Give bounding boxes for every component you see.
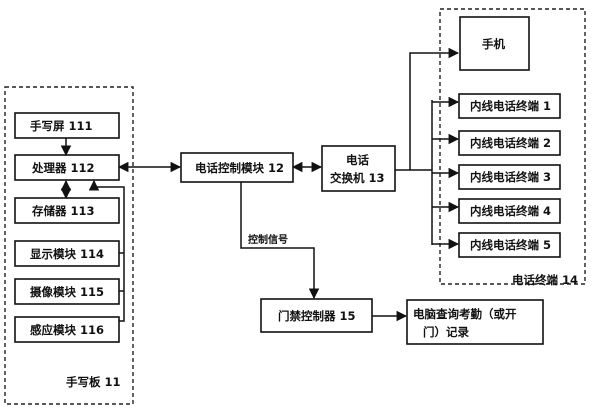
processor-label: 处理器 112 — [31, 161, 95, 175]
extension-terminal-3-label: 内线电话终端 3 — [470, 170, 551, 184]
phone-switch-label-line2: 交换机 13 — [330, 171, 385, 185]
module-camera: 摄像模块 115 — [14, 278, 120, 305]
control-signal-arrow — [240, 182, 320, 300]
handwriting-board-boundary — [4, 86, 134, 405]
mobile-phone-label: 手机 — [482, 37, 505, 51]
phone-terminal-boundary — [439, 8, 586, 285]
module-sensor: 感应模块 116 — [14, 316, 120, 343]
phone-control-module-label: 电话控制模块 12 — [195, 161, 284, 175]
extension-terminal-4: 内线电话终端 4 — [458, 198, 561, 224]
extension-terminal-1: 内线电话终端 1 — [458, 93, 561, 119]
camera-module-label: 摄像模块 115 — [30, 285, 104, 299]
mobile-phone: 手机 — [459, 16, 530, 71]
phone-switch: 电话 交换机 13 — [321, 145, 396, 192]
access-controller-label: 门禁控制器 15 — [278, 309, 356, 323]
sensors-to-processor-feedback-arrow — [88, 179, 125, 322]
handwriting-screen-label: 手写屏 111 — [30, 119, 93, 133]
handwriting-board-label: 手写板 11 — [66, 375, 121, 389]
control-signal-label: 控制信号 — [248, 233, 288, 246]
extension-terminal-1-label: 内线电话终端 1 — [470, 99, 551, 113]
phone-terminal-label: 电话终端 14 — [512, 273, 578, 287]
memory-label: 存储器 113 — [32, 204, 95, 218]
extension-terminal-3: 内线电话终端 3 — [458, 164, 561, 190]
module-memory: 存储器 113 — [14, 197, 120, 224]
extension-terminal-2-label: 内线电话终端 2 — [470, 136, 551, 150]
module-handwriting-screen: 手写屏 111 — [14, 112, 120, 139]
access-controller: 门禁控制器 15 — [260, 298, 373, 333]
computer-record: 电脑查询考勤（或开 门）记录 — [406, 299, 544, 345]
extension-terminal-4-label: 内线电话终端 4 — [470, 204, 551, 218]
phone-control-module: 电话控制模块 12 — [180, 152, 294, 183]
module-display: 显示模块 114 — [14, 240, 120, 267]
phone-terminal-group: 电话终端 14 — [439, 8, 586, 287]
computer-record-label-line2: 门）记录 — [423, 325, 469, 339]
module-processor: 处理器 112 — [14, 154, 120, 181]
extension-terminal-2: 内线电话终端 2 — [458, 130, 561, 156]
extension-terminal-5-label: 内线电话终端 5 — [470, 238, 551, 252]
switch-to-mobile-arrow — [409, 47, 460, 170]
computer-record-label-line1: 电脑查询考勤（或开 — [413, 307, 517, 321]
handwriting-board-group: 手写板 11 — [4, 86, 134, 405]
extension-terminal-5: 内线电话终端 5 — [458, 232, 561, 258]
phone-switch-label-line1: 电话 — [346, 153, 369, 167]
display-module-label: 显示模块 114 — [30, 247, 104, 261]
sensor-module-label: 感应模块 116 — [30, 323, 104, 337]
